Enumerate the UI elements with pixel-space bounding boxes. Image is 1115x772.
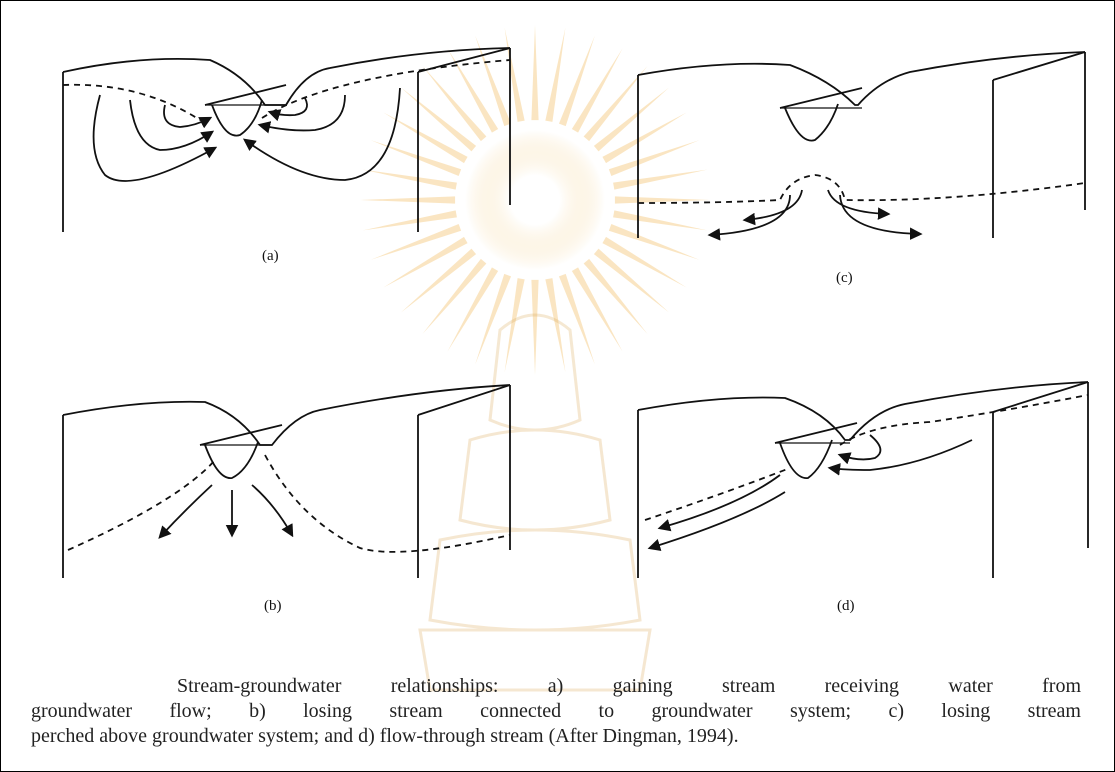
watermark-ray: [400, 248, 477, 313]
watermark-ray: [383, 112, 468, 164]
watermark-ray: [400, 87, 477, 152]
watermark-ray: [422, 65, 487, 142]
watermark-ray: [545, 27, 566, 122]
watermark-ray: [422, 258, 487, 335]
watermark-ray: [602, 236, 687, 288]
watermark-ray: [602, 112, 687, 164]
panel-d-block: [637, 381, 1089, 578]
figure-caption: Stream-groundwater relationships: a) gai…: [31, 674, 1081, 749]
caption-line-3: perched above groundwater system; and d)…: [31, 725, 739, 747]
watermark-ray: [370, 223, 462, 260]
watermark-ray: [447, 48, 499, 133]
watermark-ray: [593, 87, 670, 152]
watermark-ray: [613, 210, 708, 231]
panel-b-block: [62, 384, 511, 578]
watermark-ray: [360, 196, 456, 204]
watermark-ray: [362, 210, 457, 231]
watermark-ray: [475, 35, 512, 127]
caption-line-1: Stream-groundwater relationships: a) gai…: [177, 675, 1081, 697]
panel-a-label: (a): [262, 248, 279, 264]
panel-d-label: (d): [837, 598, 855, 614]
watermark-ray: [504, 278, 525, 373]
panel-b-label: (b): [264, 598, 282, 614]
panel-a-flow-arrows: [92, 87, 401, 182]
caption-line-2: groundwater flow; b) losing stream conne…: [31, 700, 1081, 722]
watermark-ray: [475, 273, 512, 365]
watermark-ray: [362, 169, 457, 190]
watermark-ray: [571, 48, 623, 133]
watermark-ray: [613, 169, 708, 190]
watermark-ray: [583, 65, 648, 142]
watermark-ray: [383, 236, 468, 288]
watermark-ray: [593, 248, 670, 313]
watermark-ray: [608, 140, 700, 177]
watermark-ray: [558, 273, 595, 365]
watermark-ray: [583, 258, 648, 335]
panel-c-flow-arrows: [707, 189, 923, 241]
panel-a-block: [62, 47, 511, 232]
watermark-ray: [447, 267, 499, 352]
watermark-ray: [545, 278, 566, 373]
panel-c-label: (c): [836, 270, 853, 286]
panel-b-flow-arrows: [158, 484, 294, 539]
watermark-ray: [571, 267, 623, 352]
watermark-ray: [608, 223, 700, 260]
panel-d-flow-arrows: [647, 434, 973, 552]
watermark-ray: [531, 279, 539, 375]
watermark-ray: [370, 140, 462, 177]
panel-c-block: [637, 51, 1086, 238]
watermark-ray: [558, 35, 595, 127]
watermark-ray: [531, 25, 539, 121]
